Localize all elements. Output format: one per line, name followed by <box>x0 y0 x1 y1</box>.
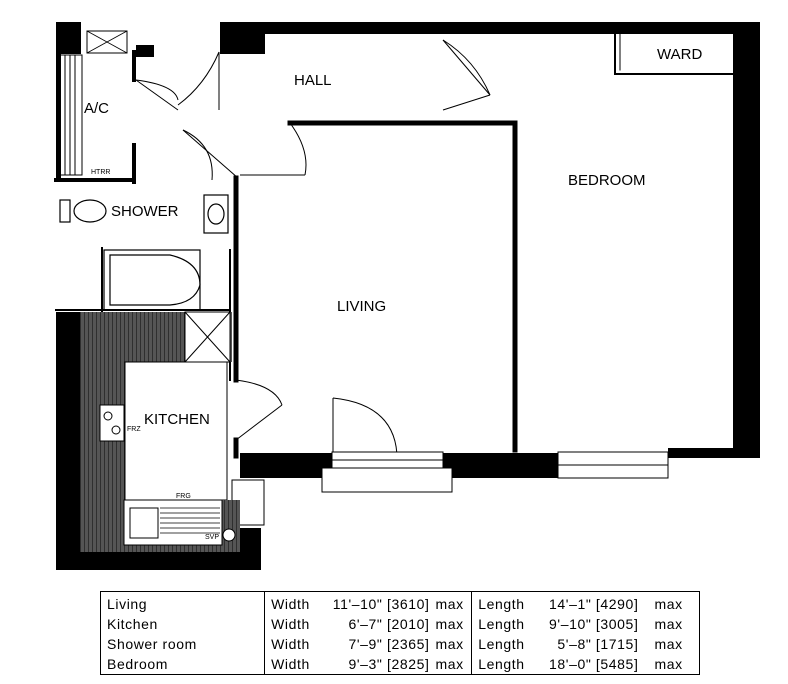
length-max-label: max <box>654 596 683 612</box>
room-label-ward: WARD <box>657 46 702 63</box>
length-max-label: max <box>654 616 683 632</box>
fixture-label-htrr: HTRR <box>91 169 110 176</box>
width-max-label: max <box>431 634 473 654</box>
interior-walls <box>54 33 734 459</box>
width-value: 11'–10" [3610] <box>332 596 430 612</box>
length-value: 14'–1" [4290] <box>549 596 639 612</box>
width-value: 9'–3" [2825] <box>348 656 430 672</box>
fixture-label-svp: SVP <box>205 534 219 541</box>
length-label: Length <box>478 656 525 672</box>
length-value: 18'–0" [5485] <box>549 656 639 672</box>
dimensions-room-name: Living <box>100 591 266 614</box>
length-max-label: max <box>654 636 683 652</box>
length-label: Length <box>478 616 525 632</box>
length-label: Length <box>478 596 525 612</box>
width-value: 6'–7" [2010] <box>348 616 430 632</box>
outer-walls <box>56 22 760 570</box>
width-label: Width <box>271 636 310 652</box>
floor-plan: A/C HALL WARD SHOWER BEDROOM LIVING KITC… <box>54 22 760 570</box>
room-label-living: LIVING <box>337 298 386 315</box>
width-label: Width <box>271 596 310 612</box>
room-label-shower: SHOWER <box>111 203 179 220</box>
length-max-label: max <box>654 656 683 672</box>
kitchen-worktops <box>80 311 240 552</box>
ac-balcony <box>59 30 128 176</box>
length-label: Length <box>478 636 525 652</box>
width-label: Width <box>271 616 310 632</box>
width-max-label: max <box>431 591 473 614</box>
dimensions-room-name: Kitchen <box>100 614 266 634</box>
width-max-label: max <box>431 614 473 634</box>
dimensions-room-name: Shower room <box>100 634 266 654</box>
room-label-ac: A/C <box>84 100 109 117</box>
width-value: 7'–9" [2365] <box>348 636 430 652</box>
length-value: 9'–10" [3005] <box>549 616 639 632</box>
room-label-hall: HALL <box>294 72 332 89</box>
width-max-label: max <box>431 654 473 675</box>
fixture-label-frg: FRG <box>176 493 191 500</box>
bathroom-fixtures <box>59 194 229 311</box>
length-value: 5'–8" [1715] <box>557 636 639 652</box>
fixture-label-frz: FRZ <box>127 426 141 433</box>
room-label-kitchen: KITCHEN <box>144 411 210 428</box>
width-label: Width <box>271 656 310 672</box>
room-label-bedroom: BEDROOM <box>568 172 646 189</box>
dimensions-room-name: Bedroom <box>100 654 266 675</box>
